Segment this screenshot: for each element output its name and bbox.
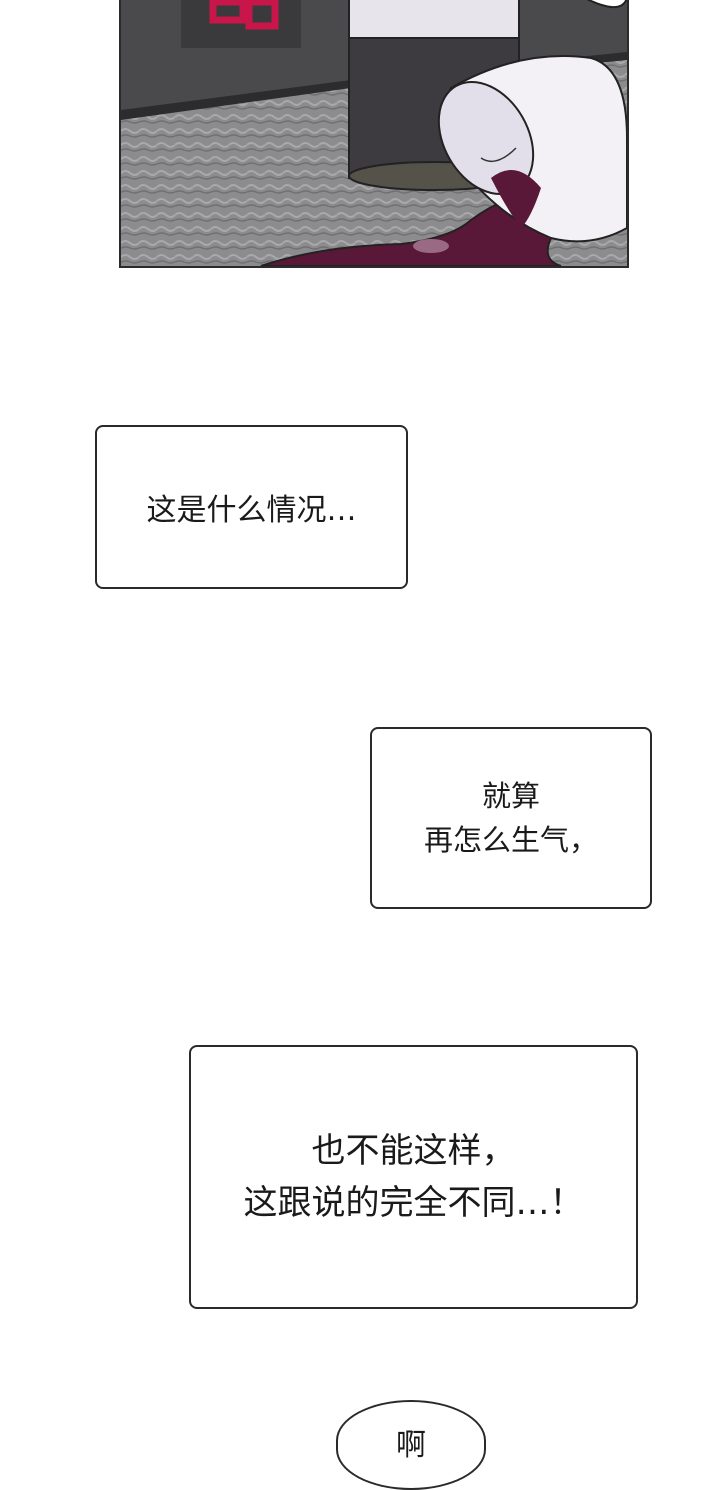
bubble-2-line-2: 再怎么生气，	[423, 823, 598, 857]
speech-bubble-2: 就算 再怎么生气，	[370, 727, 652, 909]
bubble-2-line-1: 就算	[481, 779, 540, 813]
speech-bubble-4: 啊	[336, 1400, 486, 1490]
speech-bubble-1: 这是什么情况…	[95, 425, 408, 589]
comic-panel-spilled-drink	[119, 0, 629, 268]
bubble-4-line-1: 啊	[396, 1428, 426, 1463]
bubble-1-line-1: 这是什么情况…	[146, 493, 357, 528]
red-sign	[181, 0, 301, 48]
spilled-liquid	[260, 186, 562, 266]
bubble-3-line-1: 也不能这样，	[311, 1131, 516, 1171]
speech-bubble-3: 也不能这样， 这跟说的完全不同…！	[189, 1045, 638, 1309]
bubble-3-line-2: 这跟说的完全不同…！	[243, 1183, 584, 1223]
tipped-cup	[437, 55, 627, 243]
spilled-drink-illustration	[121, 0, 627, 266]
